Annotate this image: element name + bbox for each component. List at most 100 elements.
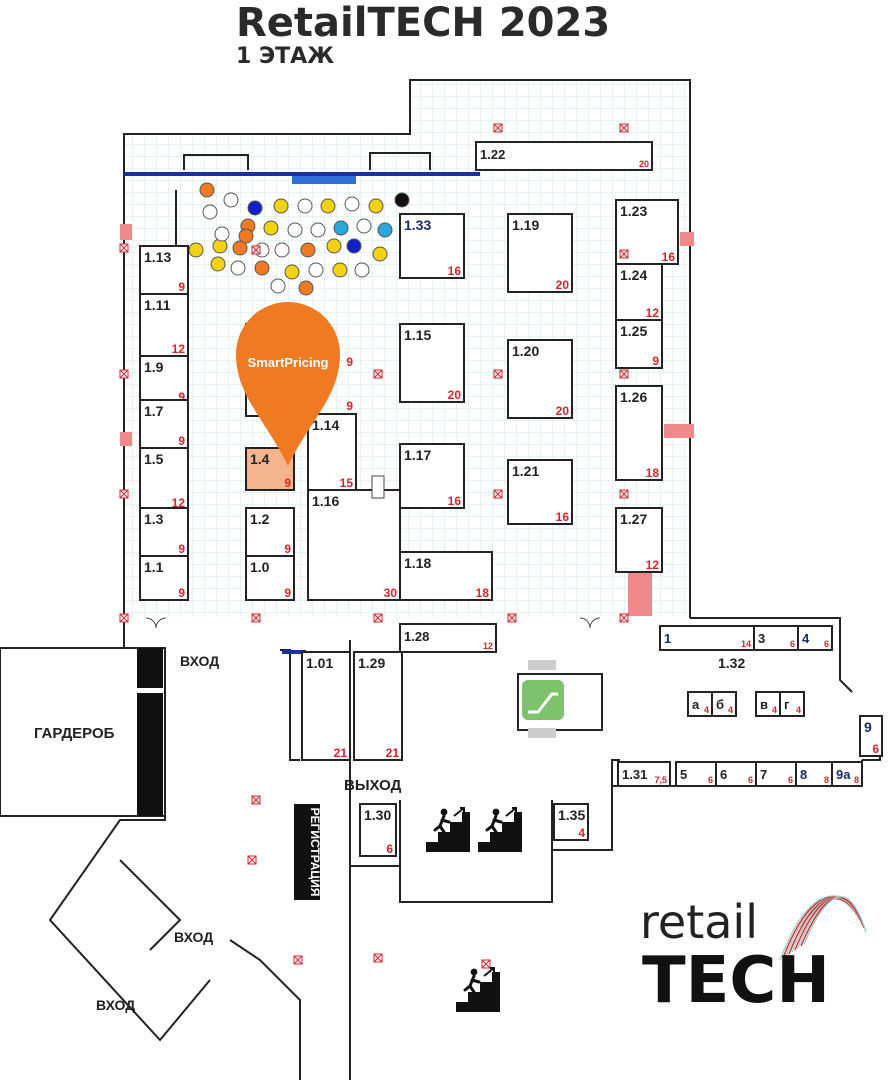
- booth-box[interactable]: [659, 625, 755, 651]
- booth-box[interactable]: [399, 623, 497, 653]
- booth-box[interactable]: [353, 651, 403, 761]
- booth-box[interactable]: [139, 507, 189, 557]
- booth-number: 1.21: [512, 463, 539, 479]
- wall-segment: [119, 859, 182, 951]
- booth-box[interactable]: [359, 803, 397, 857]
- booth-number: 9а: [836, 767, 851, 782]
- booth-1-3[interactable]: 1.39: [139, 507, 189, 557]
- booth-box[interactable]: [139, 447, 189, 511]
- booth-1-7[interactable]: 1.79: [139, 399, 189, 449]
- stairs-icon: [454, 966, 502, 1014]
- booth-1-0[interactable]: 1.09: [245, 555, 295, 601]
- booth-box[interactable]: [399, 551, 493, 601]
- booth-box[interactable]: [797, 625, 833, 651]
- booth-1-35[interactable]: 1.354: [553, 803, 589, 841]
- booth-box[interactable]: [553, 803, 589, 841]
- booth-box[interactable]: [245, 507, 295, 557]
- booth-area: 15: [340, 476, 354, 490]
- booth-box[interactable]: [399, 443, 465, 509]
- seat: [270, 278, 286, 294]
- booth-box[interactable]: [475, 141, 653, 171]
- booth-box[interactable]: [507, 459, 573, 525]
- booth-box[interactable]: [615, 507, 663, 573]
- seat: [247, 200, 263, 216]
- pin-shape[interactable]: [236, 302, 340, 466]
- booth-area: 21: [386, 746, 400, 760]
- booth-box[interactable]: [753, 625, 799, 651]
- booth-box[interactable]: [245, 555, 295, 601]
- booth-1-2[interactable]: 1.29: [245, 507, 295, 557]
- wall-segment: [123, 79, 691, 618]
- booth-box[interactable]: [615, 385, 663, 481]
- booth-box[interactable]: [795, 761, 833, 787]
- booth-1-25[interactable]: 1.259: [615, 319, 663, 369]
- booth-number: 1.24: [620, 267, 647, 283]
- booth-box[interactable]: [139, 555, 189, 601]
- booth-box[interactable]: [307, 413, 357, 491]
- booth-box[interactable]: [859, 715, 883, 757]
- booth-1-30[interactable]: 1.306: [359, 803, 397, 857]
- booth-area: 6: [748, 775, 753, 785]
- booth-box[interactable]: [139, 399, 189, 449]
- booth-number: 1.23: [620, 203, 647, 219]
- booth-box[interactable]: [139, 355, 189, 405]
- booth-number: 7: [760, 767, 767, 782]
- booth-box[interactable]: [139, 245, 189, 295]
- emergency-door: [680, 232, 694, 246]
- booth-box[interactable]: [301, 651, 351, 761]
- fire-extinguisher-cross: [619, 249, 629, 259]
- booth-box[interactable]: [831, 761, 863, 787]
- booth-box[interactable]: [399, 323, 465, 403]
- booth-box[interactable]: [615, 319, 663, 369]
- booth-box[interactable]: [139, 293, 189, 357]
- booth-number: 1.9: [144, 359, 164, 375]
- booth-1-1[interactable]: 1.19: [139, 555, 189, 601]
- booth-box[interactable]: [779, 691, 805, 717]
- booth-box[interactable]: [507, 213, 573, 293]
- booth-box[interactable]: [507, 339, 573, 419]
- booth-1-13[interactable]: 1.139: [139, 245, 189, 295]
- booth-box[interactable]: [307, 489, 401, 601]
- booth-1-5[interactable]: 1.512: [139, 447, 189, 511]
- location-pin[interactable]: SmartPricing: [236, 302, 340, 466]
- booth-box[interactable]: [399, 213, 465, 279]
- booth-box[interactable]: [617, 761, 671, 787]
- booth-box[interactable]: [711, 691, 737, 717]
- booth-9[interactable]: 96: [859, 715, 883, 757]
- emergency-door: [628, 572, 652, 616]
- booth-number: 1.11: [144, 297, 171, 313]
- booth-1-9[interactable]: 1.99: [139, 355, 189, 405]
- page-title: RetailTECH 2023: [236, 0, 611, 46]
